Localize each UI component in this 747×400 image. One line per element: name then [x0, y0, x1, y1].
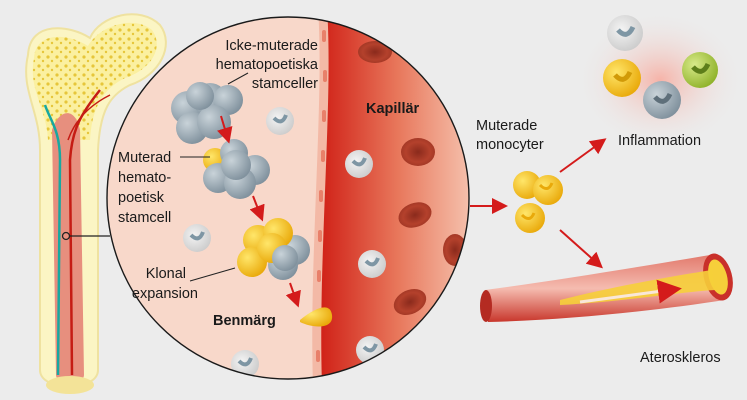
label-monocytes-2: monocyter: [476, 137, 544, 153]
migrating-cell: [300, 307, 333, 327]
label-non-mutated-2: hematopoetiska: [216, 57, 319, 73]
inflammation-cells: [575, 10, 745, 150]
femur-bone: [25, 13, 167, 394]
label-inflammation: Inflammation: [618, 133, 701, 149]
white-blood-cell-icon: [183, 107, 386, 378]
mutated-monocytes: [513, 171, 563, 233]
label-monocytes-1: Muterade: [476, 118, 537, 134]
magnified-marrow-view: [106, 16, 470, 380]
label-non-mutated-3: stamceller: [252, 76, 318, 92]
non-mutated-stem-cells: [171, 82, 243, 144]
artery-atherosclerosis: [480, 253, 733, 322]
label-clonal-1: Klonal: [146, 266, 186, 282]
label-bone-marrow: Benmärg: [213, 313, 276, 329]
label-mutated-4: stamcell: [118, 210, 171, 226]
clonal-expansion-cluster: [237, 218, 310, 280]
label-mutated-1: Muterad: [118, 150, 171, 166]
label-capillary: Kapillär: [366, 101, 420, 117]
label-atherosclerosis: Ateroskleros: [640, 350, 721, 366]
label-mutated-3: poetisk: [118, 190, 165, 206]
label-clonal-2: expansion: [132, 286, 198, 302]
mutated-stem-cell-cluster: [203, 139, 270, 199]
label-non-mutated-1: Icke-muterade: [225, 38, 318, 54]
label-mutated-2: hemato-: [118, 170, 171, 186]
